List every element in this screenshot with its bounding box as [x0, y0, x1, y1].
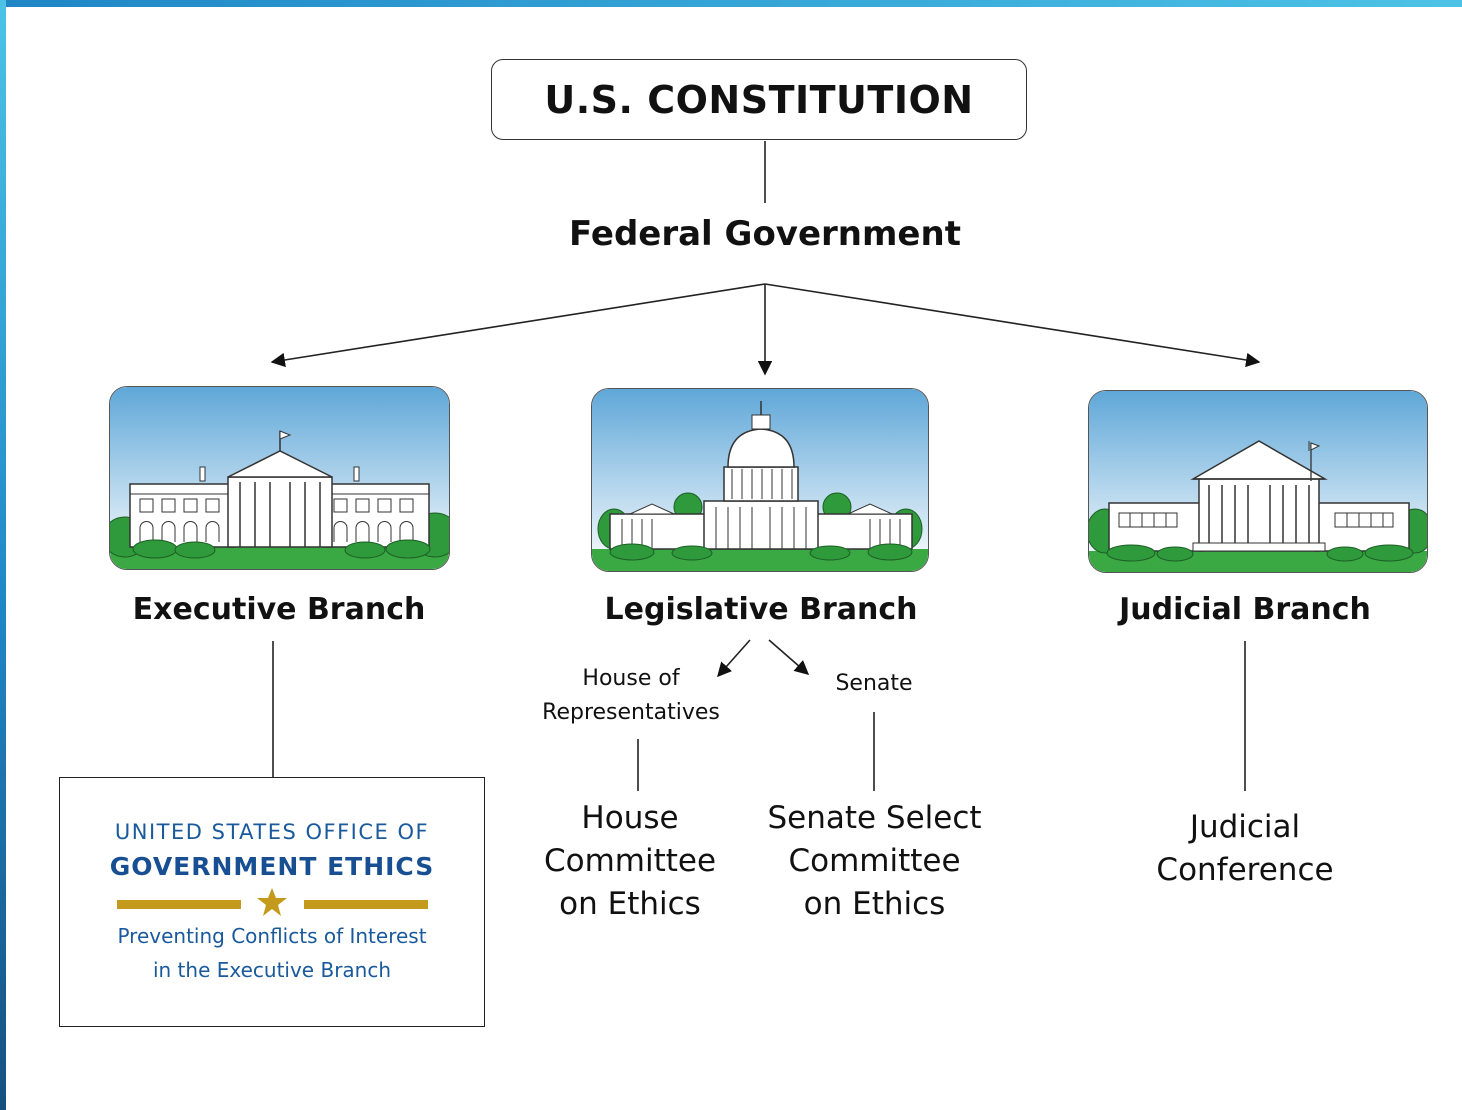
white-house-illustration: [109, 386, 450, 570]
constitution-box: U.S. CONSTITUTION: [491, 59, 1027, 140]
legislative-branch-label: Legislative Branch: [604, 592, 918, 627]
oge-rule-right: [304, 900, 428, 909]
executive-branch-label: Executive Branch: [132, 592, 426, 627]
arrow-to-judicial: [764, 283, 1261, 368]
federal-government-label: Federal Government: [569, 214, 961, 254]
arrow-to-executive: [270, 283, 766, 368]
senate-select-committee-on-ethics-label: Senate Select Committee on Ethics: [767, 800, 982, 922]
oge-logo-line2: GOVERNMENT ETHICS: [109, 852, 435, 881]
senate-label: Senate: [835, 671, 913, 696]
house-of-representatives-label: House of Representatives: [542, 666, 720, 725]
arrow-to-house: [717, 639, 751, 678]
capitol-illustration: [591, 388, 929, 572]
judicial-branch-label: Judicial Branch: [1119, 592, 1371, 627]
supreme-court-illustration: [1088, 390, 1428, 573]
oge-rule-left: [117, 900, 241, 909]
frame-left-bar: [0, 0, 6, 1110]
house-committee-on-ethics-label: House Committee on Ethics: [543, 800, 717, 922]
judicial-conference-label: Judicial Conference: [1156, 809, 1334, 888]
arrow-to-senate: [768, 639, 810, 675]
star-icon: [257, 888, 287, 916]
constitution-title: U.S. CONSTITUTION: [544, 77, 974, 122]
oge-tagline-line2: in the Executive Branch: [152, 958, 392, 982]
frame-top-bar: [0, 0, 1462, 7]
oge-tagline-line1: Preventing Conflicts of Interest: [117, 924, 427, 948]
oge-logo-box: UNITED STATES OFFICE OF GOVERNMENT ETHIC…: [59, 777, 485, 1027]
oge-logo-line1: UNITED STATES OFFICE OF: [114, 820, 430, 844]
